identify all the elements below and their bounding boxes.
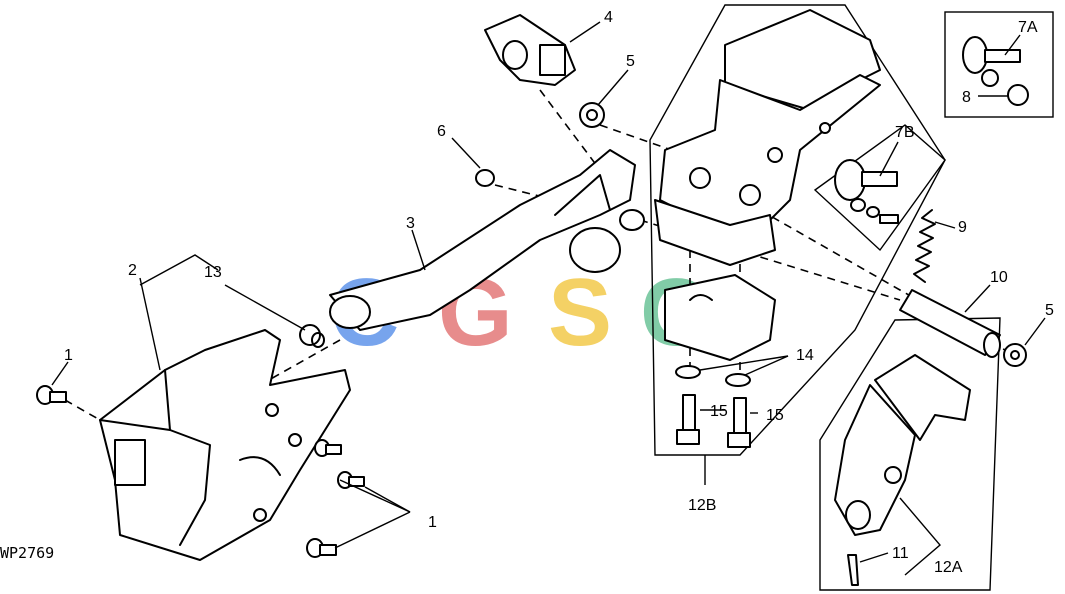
watermark-letter-3: S	[548, 259, 612, 366]
align-line-1	[64, 399, 101, 421]
callout-12b: 12B	[688, 497, 716, 514]
callout-15a: 15	[710, 403, 728, 420]
part-1-screws	[36, 385, 365, 558]
inset-7a-box	[944, 11, 1054, 118]
callout-1-left: 1	[64, 347, 73, 364]
callout-11: 11	[892, 545, 909, 562]
assembly-12b-outline	[649, 4, 946, 456]
part-14-washers	[675, 365, 751, 387]
part-5-clip-top	[579, 102, 605, 128]
part-9-spring	[913, 209, 936, 283]
part-7a-knob	[962, 36, 1021, 87]
part-6-spring-clip	[475, 169, 495, 187]
callout-2: 2	[128, 262, 137, 279]
callout-6: 6	[437, 123, 446, 140]
callout-1-bottom: 1	[428, 514, 437, 531]
part-3-pedal-arm	[329, 149, 645, 331]
part-5-clip-right	[1003, 343, 1027, 367]
callout-5-right: 5	[1045, 302, 1054, 319]
callout-12a: 12A	[934, 559, 963, 576]
callout-13: 13	[204, 264, 222, 281]
part-12a-assembly	[834, 354, 971, 586]
watermark: C G S C	[330, 259, 709, 366]
part-15-bolts	[676, 394, 751, 448]
callout-7a: 7A	[1018, 19, 1038, 36]
part-12b-pedal-assembly	[654, 9, 881, 361]
leader-lines	[51, 21, 1046, 576]
callout-labels: 1 1 2 3 4 5 5 6 7A 7B 8 9 10 11 12A 12B …	[64, 9, 1054, 576]
part-4-clip	[484, 14, 576, 86]
align-line-10b	[759, 209, 1006, 351]
callout-9: 9	[958, 219, 967, 236]
figure-code: WP2769	[0, 544, 54, 562]
callout-15b: 15	[766, 407, 784, 424]
callout-3: 3	[406, 215, 415, 232]
part-8-washer	[1007, 84, 1029, 106]
callout-4: 4	[604, 9, 613, 26]
callout-5-top: 5	[626, 53, 635, 70]
align-line-13	[259, 339, 341, 386]
knob-7b-outline	[813, 124, 946, 252]
callout-14: 14	[796, 347, 814, 364]
part-2-housing	[99, 329, 351, 561]
part-13-bushing	[299, 324, 325, 348]
callout-10: 10	[990, 269, 1008, 286]
part-10-pin	[899, 289, 1001, 358]
callout-8: 8	[962, 89, 971, 106]
align-line-4	[539, 89, 601, 171]
callout-7b: 7B	[895, 124, 915, 141]
part-7b-knob	[834, 159, 899, 224]
assembly-12a-outline	[819, 317, 1001, 591]
